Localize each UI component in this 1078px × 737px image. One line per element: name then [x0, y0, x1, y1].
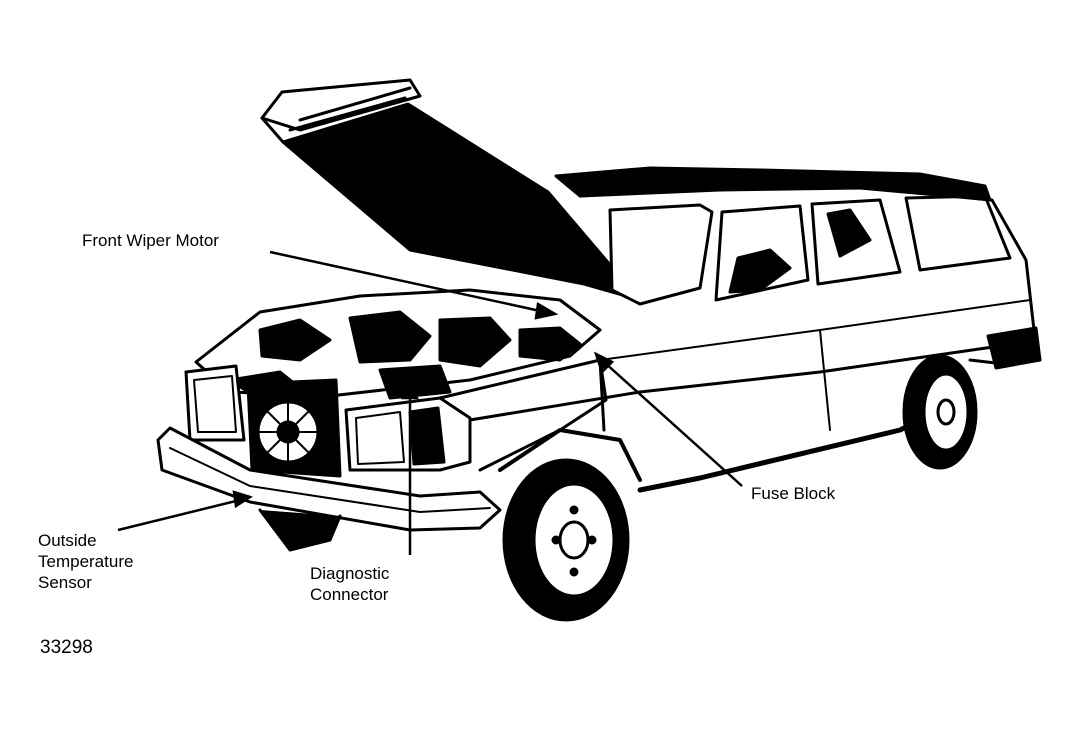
front-end [156, 358, 608, 532]
arrowhead-outside-temperature-sensor [232, 490, 253, 509]
arrowhead-front-wiper-motor [534, 301, 559, 320]
label-outside-temperature-sensor-line-3: Sensor [38, 573, 92, 592]
label-outside-temperature-sensor-line-2: Temperature [38, 552, 134, 571]
label-fuse-block: Fuse Block [751, 483, 835, 504]
label-front-wiper-motor-text: Front Wiper Motor [82, 231, 219, 250]
open-hood [260, 78, 642, 302]
label-front-wiper-motor: Front Wiper Motor [82, 230, 219, 251]
label-outside-temperature-sensor-line-1: Outside [38, 531, 97, 550]
label-outside-temperature-sensor: Outside Temperature Sensor [38, 530, 133, 593]
label-diagnostic-connector-line-1: Diagnostic [310, 564, 390, 583]
arrowhead-diagnostic-connector [401, 378, 419, 400]
leader-front-wiper-motor [269, 250, 546, 314]
label-diagnostic-connector-line-2: Connector [310, 585, 389, 604]
engine-bay [194, 288, 602, 402]
front-wheel [498, 428, 642, 622]
leader-outside-temperature-sensor [117, 498, 241, 532]
arrowhead-fuse-block [593, 351, 615, 375]
rear-wheel [902, 354, 978, 470]
label-diagnostic-connector: Diagnostic Connector [310, 563, 389, 605]
leader-fuse-block [603, 361, 743, 487]
label-fuse-block-text: Fuse Block [751, 484, 836, 503]
left-front-wheel [258, 508, 342, 552]
car-body [468, 166, 1042, 493]
figure-number: 33298 [40, 637, 93, 658]
